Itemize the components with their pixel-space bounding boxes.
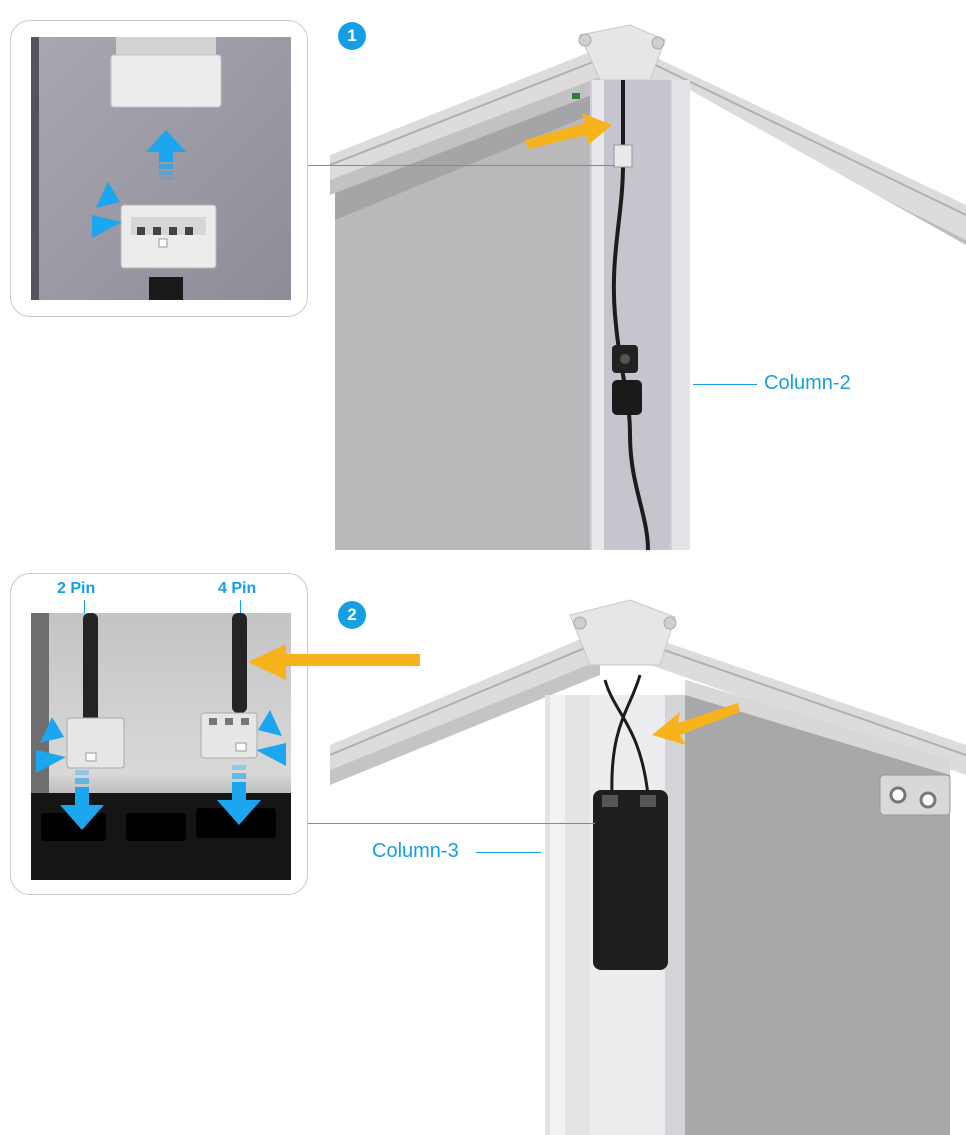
callout-line-1: [305, 165, 615, 166]
step-1-scene: [330, 24, 966, 550]
arrow-orange-icon: [248, 644, 420, 680]
press-tab-icon: [36, 717, 66, 773]
callout-line-2: [305, 823, 595, 824]
press-tab-icon: [92, 182, 122, 238]
column-3-label: Column-3: [372, 840, 459, 862]
column-3-leader: [476, 852, 541, 853]
step-1-callout-image: [31, 37, 291, 300]
step-1-badge: 1: [338, 22, 366, 50]
arrow-up-icon: [146, 130, 186, 180]
step-2-callout-image: [31, 613, 291, 880]
arrow-down-icon: [217, 765, 261, 825]
pin-tick-2: [84, 600, 85, 613]
pin-tick-4: [240, 600, 241, 613]
column-2-label: Column-2: [764, 372, 851, 394]
step-2-scene: [330, 599, 966, 1135]
column-2-leader: [693, 384, 757, 385]
arrow-down-icon: [60, 770, 104, 830]
pin-label-2: 2 Pin: [57, 580, 96, 597]
press-tab-icon: [256, 710, 286, 766]
step-2-badge: 2: [338, 601, 366, 629]
pin-label-4: 4 Pin: [218, 580, 257, 597]
